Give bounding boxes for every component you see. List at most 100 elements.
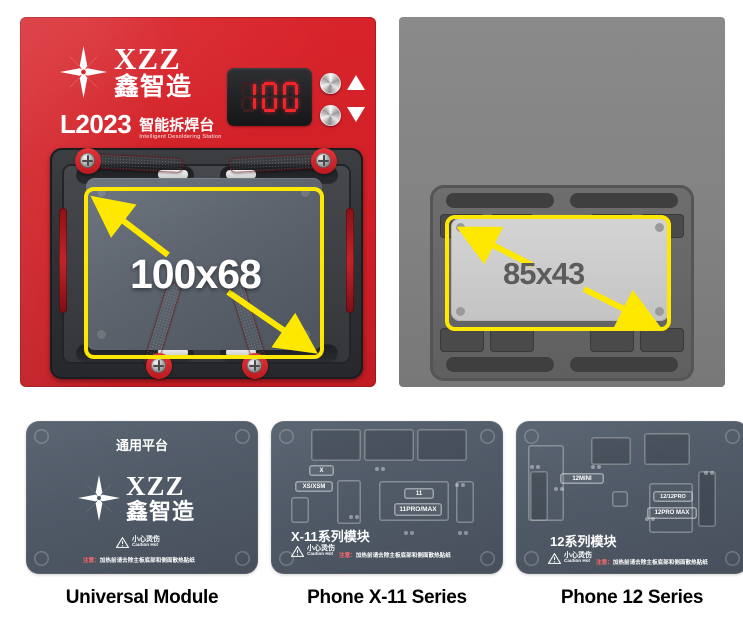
brand-latin: XZZ (114, 41, 181, 76)
module-card-12series[interactable]: 12MINI 12/12PRO 12PRO MAX 12系列模块 小心烫伤 Ca… (516, 421, 743, 574)
card3-corner-br (725, 551, 740, 566)
card2-cut-top1 (311, 429, 361, 461)
led-digit-2 (261, 82, 278, 112)
module-cards-row: 通用平台 XZZ 鑫智造 (0, 413, 743, 636)
module-closeup-photo: 85x43 (399, 17, 725, 387)
card2-dots-3 (349, 515, 359, 520)
card3-dots-1 (530, 465, 540, 470)
brand-chinese: 鑫智造 (114, 73, 193, 101)
card2-caution-warning: 小心烫伤 Caution Hot (291, 545, 335, 557)
card2-chip-xsxsm: XS/XSM (295, 481, 333, 492)
card2-chip-11promax: 11PRO/MAX (394, 503, 442, 516)
closeup-hole-tr (655, 223, 664, 232)
card2-title: X-11系列模块 (291, 529, 370, 544)
card3-title: 12系列模块 (550, 534, 617, 549)
card3-cut-top2 (644, 433, 690, 465)
led-digit-1 (240, 82, 257, 112)
measurement-highlight-box (84, 187, 324, 359)
led-digits (227, 68, 312, 126)
card3-dots-2 (591, 465, 601, 470)
closeup-highlight-box (445, 215, 671, 331)
card2-warning-cn: 小心烫伤 (307, 545, 335, 552)
warning-triangle-icon (291, 545, 304, 557)
card2-corner-tl (279, 429, 294, 444)
card2-chip-x: X (309, 465, 334, 476)
closeup-slot-top-left (446, 193, 554, 208)
card1-title: 通用平台 (115, 438, 168, 453)
deck-tab-top-left (158, 170, 188, 179)
closeup-cell-bm (490, 328, 534, 352)
card1-note-text: 加热前请去除主板底部和侧面散热贴纸 (99, 558, 195, 564)
up-arrow-icon[interactable] (347, 75, 365, 90)
closeup-dimension-label: 85x43 (503, 256, 585, 291)
platform-dimension-label: 100x68 (130, 251, 262, 297)
warning-triangle-icon (548, 552, 561, 564)
caption-universal: Universal Module (65, 587, 219, 608)
warning-triangle-icon (116, 536, 129, 548)
closeup-slot-bottom-left (446, 357, 554, 372)
deck-tab-bottom-left (158, 348, 188, 357)
card2-note-text: 加热前请去除主板底部和侧面散热贴纸 (355, 553, 451, 559)
down-arrow-icon[interactable] (347, 107, 365, 122)
left-rail (59, 208, 67, 313)
closeup-slot-top-right (570, 193, 678, 208)
right-rail (346, 208, 354, 313)
card3-corner-tl (524, 429, 539, 444)
subtitle-chinese: 智能拆焊台 (139, 117, 215, 135)
card1-corner-bl (34, 551, 49, 566)
closeup-cell-br (590, 328, 634, 352)
product-photo-row: XZZ 鑫智造 L2023 智能拆焊台 Intelligent Desolder… (20, 17, 725, 387)
card3-cut-far-right (698, 471, 716, 527)
card2-dots-4 (404, 531, 414, 536)
temperature-display (227, 68, 312, 126)
card3-chip-12mini: 12MINI (560, 473, 604, 484)
card1-warning-en: Caution Hot (132, 542, 159, 548)
module-card-universal[interactable]: 通用平台 XZZ 鑫智造 (26, 421, 258, 574)
clamp-screw-top-left (80, 153, 95, 168)
card2-corner-tr (480, 429, 495, 444)
plate-hole-bl (96, 329, 107, 340)
card2-dots-1 (375, 467, 385, 472)
card3-dots-5 (645, 517, 655, 522)
card3-cut-center (612, 491, 628, 507)
card3-corner-tr (725, 429, 740, 444)
up-adjust-knob[interactable] (320, 73, 341, 94)
subtitle-english: Intelligent Desoldering Station (139, 134, 222, 140)
card1-logo: XZZ 鑫智造 (78, 473, 195, 523)
card1-caution-warning: 小心烫伤 Caution Hot (116, 536, 160, 548)
card2-cut-left (291, 497, 309, 523)
card3-note: 注意：加热前请去除主板底部和侧面散热贴纸 (596, 558, 708, 566)
desoldering-station-photo: XZZ 鑫智造 L2023 智能拆焊台 Intelligent Desolder… (20, 17, 376, 387)
card1-note: 注意：加热前请去除主板底部和侧面散热贴纸 (83, 556, 195, 564)
card3-note-prefix: 注意： (596, 560, 613, 566)
caption-12series: Phone 12 Series (560, 587, 704, 608)
clamp-screw-bottom-left (151, 358, 166, 373)
module-card-x11[interactable]: X XS/XSM 11 11PRO/MAX X-11系列模块 小心烫伤 Caut… (271, 421, 503, 574)
deck-tab-top-right (226, 170, 256, 179)
closeup-cell-br2 (640, 328, 684, 352)
brand-block: XZZ 鑫智造 L2023 智能拆焊台 Intelligent Desolder… (60, 41, 250, 140)
card1-brand-latin: XZZ (126, 471, 185, 501)
plate-hole-tr (300, 187, 311, 198)
plate-hole-tl (96, 187, 107, 198)
clamp-screw-top-right (316, 153, 331, 168)
card1-brand-chinese: 鑫智造 (126, 499, 196, 524)
deck-tab-bottom-right (226, 348, 256, 357)
closeup-slot-bottom-right (570, 357, 678, 372)
card2-cut-top3 (417, 429, 467, 461)
card3-chip-12-12pro: 12/12PRO (653, 491, 693, 502)
card3-dots-3 (554, 487, 564, 492)
card3-chip-12promax: 12PRO MAX (647, 507, 697, 519)
compass-star-logo-icon (78, 475, 120, 521)
card1-corner-br (235, 551, 250, 566)
card3-corner-bl (524, 551, 539, 566)
card2-note: 注意：加热前请去除主板底部和侧面散热贴纸 (339, 551, 451, 559)
clamp-screw-bottom-right (247, 358, 262, 373)
card3-warning-cn: 小心烫伤 (564, 552, 592, 559)
down-adjust-knob[interactable] (320, 105, 341, 126)
card2-note-prefix: 注意： (339, 553, 356, 559)
card2-corner-br (480, 551, 495, 566)
card2-dots-5 (458, 531, 468, 536)
card2-cut-right-group (379, 481, 449, 521)
closeup-cell-bl (440, 328, 484, 352)
